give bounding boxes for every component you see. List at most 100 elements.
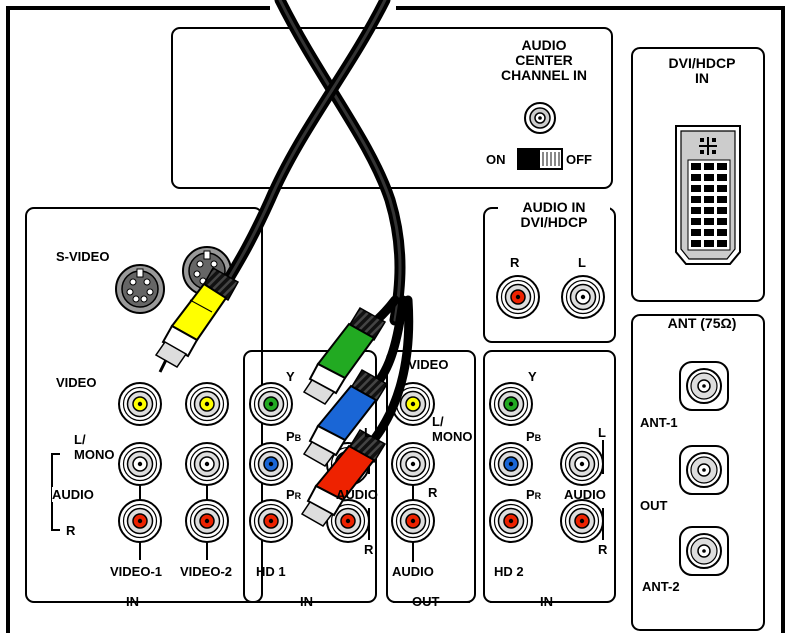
- hd2-audio-label: AUDIO: [564, 487, 606, 502]
- out-panel: [386, 350, 476, 603]
- dvi-pin: [704, 218, 714, 225]
- dvi-pin: [691, 240, 701, 247]
- svideo-label: S-VIDEO: [56, 249, 110, 264]
- ant1-label: ANT-1: [640, 415, 678, 430]
- left-r-label: R: [66, 523, 76, 538]
- out-l-mono-label: L/ MONO: [432, 414, 472, 444]
- hd2-footer-in: IN: [540, 594, 553, 609]
- hd1-name-label: HD 1: [256, 564, 286, 579]
- ant2-connector[interactable]: [679, 526, 729, 576]
- hd2-name-label: HD 2: [494, 564, 524, 579]
- hd1-r-label: R: [364, 542, 374, 557]
- dvi-pin: [691, 185, 701, 192]
- hd1-pb-letter: P: [286, 429, 295, 444]
- dvi-pin: [704, 196, 714, 203]
- dvi-pin: [717, 185, 727, 192]
- switch-off-label: OFF: [566, 152, 592, 167]
- out-l-mono-line2: MONO: [432, 429, 473, 444]
- hd2-r-label: R: [598, 542, 608, 557]
- hd2-pr-letter: P: [526, 487, 535, 502]
- dvi-pin: [691, 174, 701, 181]
- hd2-pb-letter: P: [526, 429, 535, 444]
- dvi-pin: [717, 174, 727, 181]
- hd2-audio-r-jack[interactable]: [560, 499, 604, 543]
- center-channel-switch[interactable]: [517, 148, 563, 170]
- ant1-connector[interactable]: [679, 361, 729, 411]
- audio-center-title: AUDIO CENTER CHANNEL IN: [496, 38, 592, 83]
- audio-in-dvi-title-line2: DVI/HDCP: [520, 214, 588, 230]
- out-l-jack[interactable]: [391, 442, 435, 486]
- out-r-jack[interactable]: [391, 499, 435, 543]
- hd1-y-jack[interactable]: [249, 382, 293, 426]
- hd2-pr-jack[interactable]: [489, 499, 533, 543]
- out-r-label: R: [428, 485, 438, 500]
- hd2-audio-l-jack[interactable]: [560, 442, 604, 486]
- video2-r-jack[interactable]: [185, 499, 229, 543]
- audio-in-dvi-title: AUDIO IN DVI/HDCP: [498, 200, 610, 230]
- hd1-l-label: L: [364, 425, 372, 440]
- audio-center-title-line1: AUDIO: [521, 37, 567, 53]
- hd2-pr-label: PR: [526, 488, 541, 501]
- hd1-pr-letter: P: [286, 487, 295, 502]
- out-audio-label: AUDIO: [392, 564, 434, 579]
- hd1-pr-jack[interactable]: [249, 499, 293, 543]
- dvi-pin: [717, 196, 727, 203]
- ant-panel: [631, 314, 765, 631]
- hd2-y-jack[interactable]: [489, 382, 533, 426]
- video1-video-jack[interactable]: [118, 382, 162, 426]
- switch-on-label: ON: [486, 152, 506, 167]
- video2-l-jack[interactable]: [185, 442, 229, 486]
- hd1-y-label: Y: [286, 369, 295, 384]
- hd1-pb-jack[interactable]: [249, 442, 293, 486]
- audio-in-dvi-title-line1: AUDIO IN: [522, 199, 586, 215]
- audio-in-dvi-l-jack[interactable]: [561, 275, 605, 319]
- dvi-pin: [704, 185, 714, 192]
- hd2-y-label: Y: [528, 369, 537, 384]
- video1-l-jack[interactable]: [118, 442, 162, 486]
- out-footer: OUT: [412, 594, 440, 609]
- hd1-pb-sub: B: [294, 433, 302, 443]
- ant-out-label: OUT: [640, 498, 668, 513]
- audio-in-dvi-r-jack[interactable]: [496, 275, 540, 319]
- out-video-label: VIDEO: [408, 357, 449, 372]
- hd2-pb-sub: B: [534, 433, 542, 443]
- hd1-footer-in: IN: [300, 594, 313, 609]
- video-label: VIDEO: [56, 375, 97, 390]
- video2-label: VIDEO-2: [180, 564, 233, 579]
- dvi-pin: [717, 218, 727, 225]
- dvi-pin: [704, 207, 714, 214]
- dvi-pin: [717, 207, 727, 214]
- ant-title: ANT (75Ω): [652, 316, 752, 330]
- hd2-pb-jack[interactable]: [489, 442, 533, 486]
- left-audio-label: AUDIO: [52, 487, 94, 502]
- dvi-title-line2: IN: [695, 70, 709, 86]
- dvi-pin: [717, 240, 727, 247]
- ant2-label: ANT-2: [642, 579, 680, 594]
- svideo-jack-1[interactable]: [115, 264, 165, 314]
- video2-video-jack[interactable]: [185, 382, 229, 426]
- dvi-pin: [717, 163, 727, 170]
- hd1-pb-label: PB: [286, 430, 301, 443]
- dvi-title: DVI/HDCP IN: [650, 56, 754, 86]
- l-mono-label-line2: MONO: [74, 447, 115, 462]
- dvi-pin: [691, 163, 701, 170]
- hd1-pr-sub: R: [294, 491, 302, 501]
- dvi-pin: [691, 218, 701, 225]
- dvi-title-line1: DVI/HDCP: [668, 55, 736, 71]
- blue-pb-plug: [302, 368, 389, 467]
- hd2-pr-sub: R: [534, 491, 542, 501]
- audio-center-panel: [171, 27, 613, 189]
- audio-center-jack[interactable]: [524, 102, 556, 134]
- yellow-video-plug: [154, 266, 240, 373]
- out-l-mono-line1: L/: [432, 414, 444, 429]
- ant-out-connector[interactable]: [679, 445, 729, 495]
- dvi-pin: [704, 229, 714, 236]
- audio-center-title-line2: CENTER: [515, 52, 573, 68]
- dvi-connector[interactable]: [675, 125, 741, 265]
- video1-label: VIDEO-1: [110, 564, 163, 579]
- hd2-panel: [483, 350, 616, 603]
- video1-r-jack[interactable]: [118, 499, 162, 543]
- dvi-pin: [704, 240, 714, 247]
